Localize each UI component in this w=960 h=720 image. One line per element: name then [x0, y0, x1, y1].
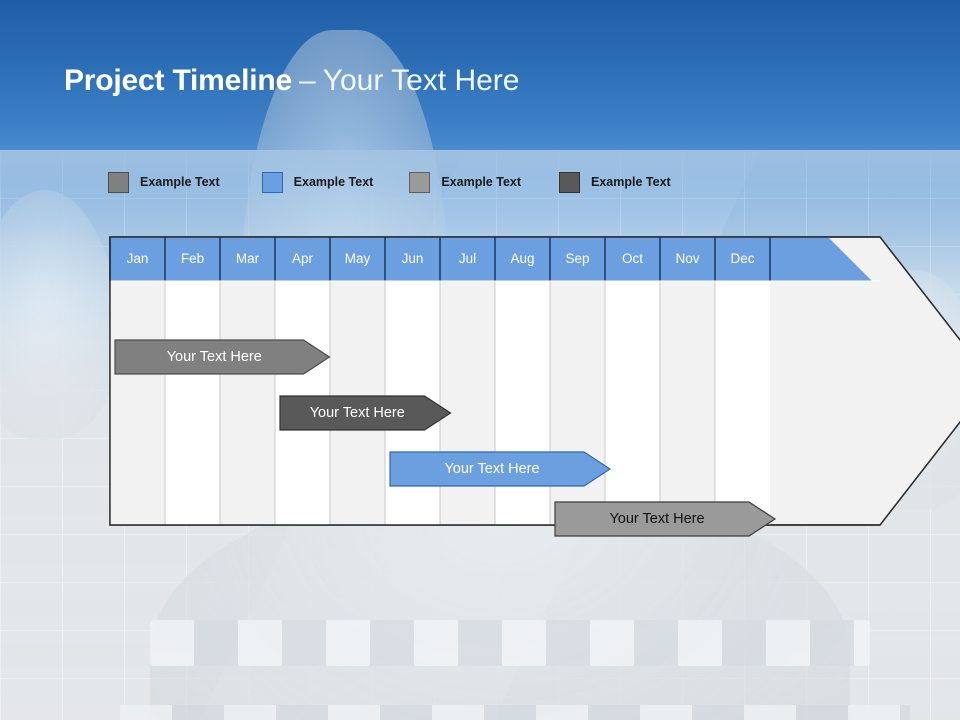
timeline-month-column — [110, 281, 165, 525]
timeline-task-bar[interactable]: Your Text Here — [279, 395, 452, 431]
timeline-month-column — [495, 281, 550, 525]
page-title-light: Your Text Here — [322, 64, 520, 97]
task-bar-shape — [114, 339, 331, 375]
task-bar-shape — [389, 451, 612, 487]
legend: Example Text Example Text Example Text Exam… — [108, 168, 671, 196]
timeline-month-column — [550, 281, 605, 525]
timeline-task-bar[interactable]: Your Text Here — [389, 451, 612, 487]
timeline-arrow-outline — [109, 236, 960, 526]
legend-item: Example Text — [409, 168, 521, 196]
timeline-task-bar[interactable]: Your Text Here — [554, 501, 777, 537]
legend-item-label: Example Text — [293, 175, 374, 189]
task-bar-shape — [554, 501, 777, 537]
timeline-header-band — [110, 237, 872, 281]
legend-color-swatch — [559, 171, 581, 193]
task-bar-arrow — [389, 451, 612, 487]
task-bar-arrow — [279, 395, 452, 431]
page-title-strong: Project Timeline — [64, 64, 292, 97]
timeline-arrow-graphic — [109, 236, 960, 526]
legend-color-swatch — [108, 171, 129, 193]
task-bar-shape — [279, 395, 452, 431]
legend-item: Example Text — [108, 168, 220, 196]
legend-item-label: Example Text — [591, 175, 671, 189]
legend-color-swatch — [261, 171, 283, 193]
timeline-month-column — [165, 281, 220, 525]
timeline-month-column — [220, 281, 275, 525]
legend-color-swatch — [409, 171, 431, 193]
task-bar-arrow — [554, 501, 777, 537]
task-bar-arrow — [114, 339, 331, 375]
timeline-month-column — [715, 281, 770, 525]
timeline-month-column — [660, 281, 715, 525]
page-title-separator: – — [299, 64, 316, 97]
timeline-month-column — [605, 281, 660, 525]
legend-item-label: Example Text — [441, 175, 522, 189]
legend-item: Example Text — [559, 168, 671, 196]
page-title: Project Timeline – Your Text Here — [64, 58, 519, 104]
legend-item-label: Example Text — [140, 175, 220, 189]
legend-item: Example Text — [261, 168, 374, 196]
timeline-task-bar[interactable]: Your Text Here — [114, 339, 331, 375]
